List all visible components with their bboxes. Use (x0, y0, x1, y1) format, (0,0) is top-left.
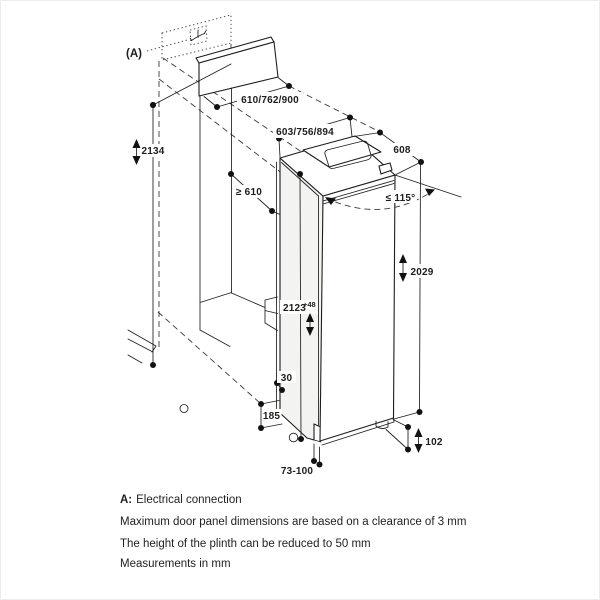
dimension-appliance-width: 603/756/894 (273, 114, 353, 158)
svg-text:2123: 2123 (283, 303, 306, 314)
hinge-plate (302, 135, 382, 169)
swing-arrow-left (325, 197, 336, 205)
niche-back-wall: (A) (126, 14, 232, 61)
svg-text:2029: 2029 (410, 267, 433, 278)
svg-text:102: 102 (425, 437, 443, 448)
note-plinth: The height of the plinth can be reduced … (120, 538, 371, 550)
dimension-appliance-depth: 608 (353, 129, 424, 175)
door-swing: ≤ 115° (325, 174, 462, 210)
svg-text:610/762/900: 610/762/900 (241, 95, 299, 106)
top-front-fitting (378, 162, 393, 175)
note-units: Measurements in mm (120, 558, 231, 570)
appliance-side-face (319, 174, 396, 442)
dim-door-swing: ≤ 115° (386, 193, 416, 204)
adjacent-roller (179, 404, 189, 413)
dimension-niche-depth: ≥ 610 (228, 171, 281, 215)
svg-text:≥ 610: ≥ 610 (236, 187, 262, 198)
dimension-plinth-recess: 73-100 (279, 443, 323, 477)
appliance-roller (288, 432, 299, 443)
dimension-plinth-cutout: 185 (258, 400, 283, 431)
appliance-front-face (279, 157, 324, 441)
dimension-niche-width: 610/762/900 (150, 63, 303, 110)
notes-block: A:Electrical connection Maximum door pan… (120, 494, 466, 570)
svg-text:30: 30 (281, 373, 293, 384)
svg-text:185: 185 (263, 411, 281, 422)
top-panel (195, 36, 279, 97)
svg-text:73-100: 73-100 (281, 466, 314, 477)
callout-a-label: (A) (126, 48, 142, 60)
appliance-body (276, 135, 396, 446)
plinth (288, 417, 395, 446)
note-door-panel: Maximum door panel dimensions are based … (120, 516, 466, 528)
swing-arrow-right (425, 188, 435, 196)
svg-text:+48: +48 (303, 300, 316, 309)
dimension-door-panel-height: 2123 +48 (280, 171, 318, 442)
svg-text:2134: 2134 (141, 146, 164, 157)
svg-text:603/756/894: 603/756/894 (276, 127, 334, 138)
note-electrical: A:Electrical connection (120, 494, 242, 506)
dimension-bottom-step: 30 (274, 371, 296, 393)
electrical-connection-icon (189, 25, 208, 46)
dimension-plinth-height: 102 (385, 419, 443, 453)
niche-cabinetry (127, 87, 278, 413)
dimension-niche-height: 2134 (132, 102, 166, 368)
svg-text:608: 608 (393, 145, 411, 156)
appliance-foot (375, 420, 389, 429)
dimension-appliance-height: 2029 (393, 161, 437, 420)
